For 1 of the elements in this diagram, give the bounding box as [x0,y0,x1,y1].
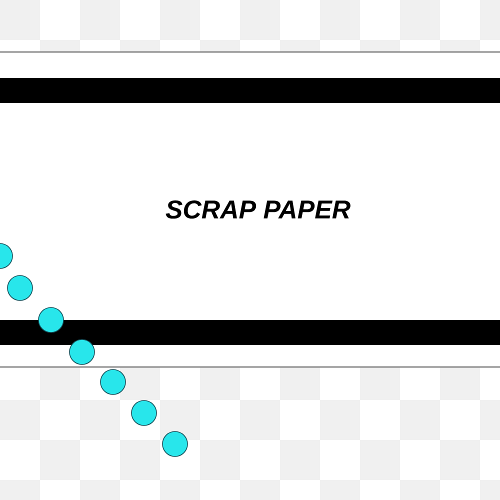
paper-band: SCRAP PAPER [0,51,500,368]
